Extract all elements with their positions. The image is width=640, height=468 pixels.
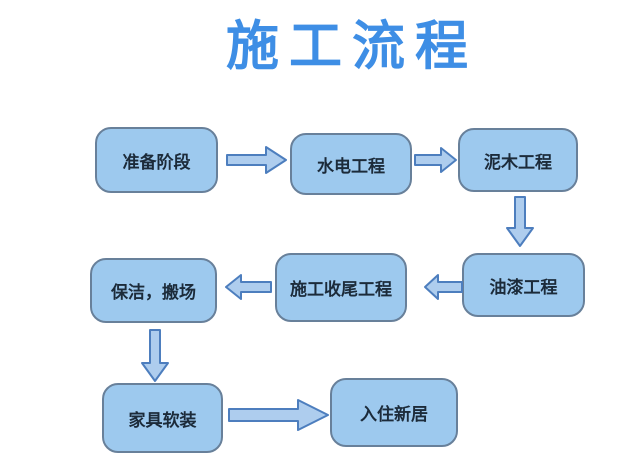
arrow-right-icon: [414, 147, 457, 173]
node-prepare: 准备阶段: [95, 127, 218, 193]
arrow-down-icon: [141, 329, 169, 382]
node-furniture-decor: 家具软装: [102, 383, 223, 453]
arrow-down-icon: [506, 196, 534, 247]
arrow-right-icon: [226, 146, 287, 174]
node-plumbing-electric: 水电工程: [290, 133, 412, 195]
node-cleaning-moving: 保洁，搬场: [90, 258, 217, 323]
arrow-left-icon: [225, 274, 272, 300]
page-title: 施工流程: [226, 15, 478, 77]
node-painting: 油漆工程: [462, 253, 585, 317]
arrow-left-icon: [424, 274, 463, 300]
node-finishing-work: 施工收尾工程: [275, 253, 407, 322]
node-masonry-carpentry: 泥木工程: [458, 128, 578, 192]
node-move-in: 入住新居: [330, 378, 458, 447]
arrow-right-icon: [228, 399, 329, 431]
